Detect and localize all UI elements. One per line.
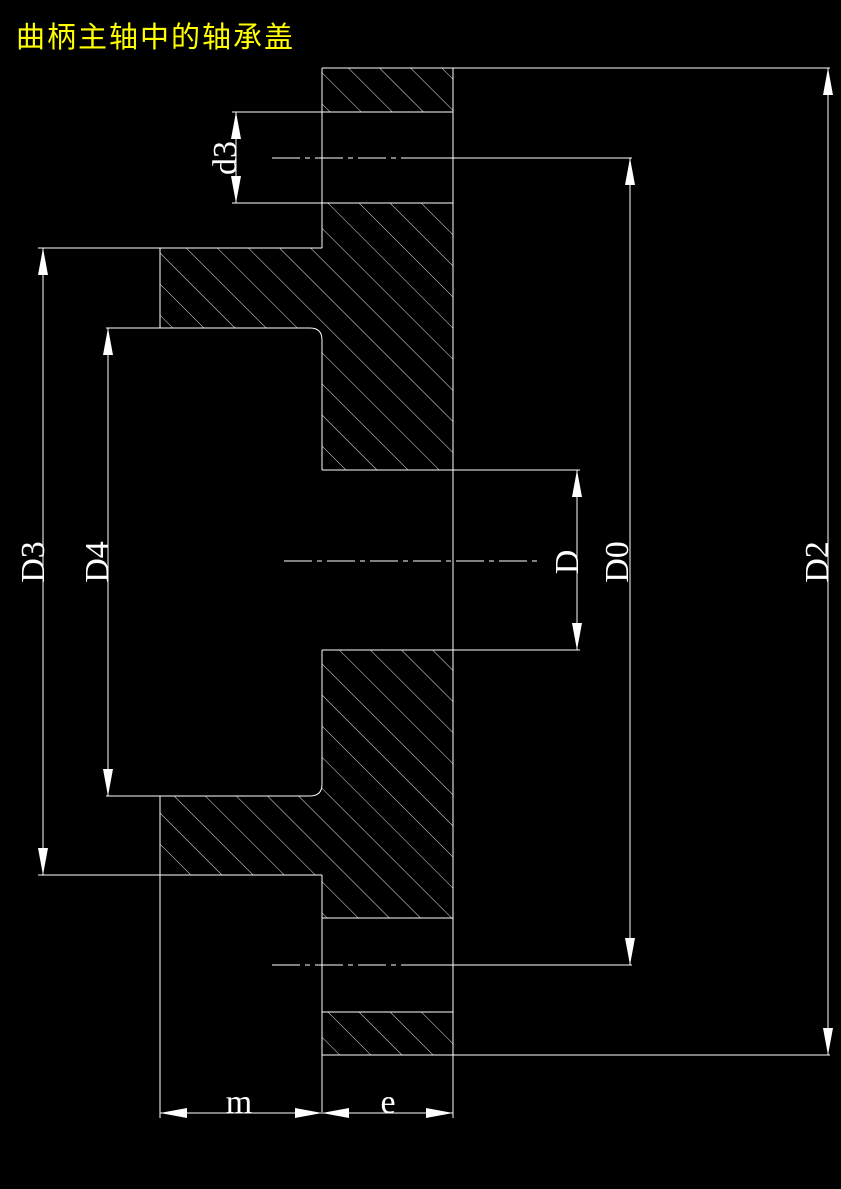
label-e: e <box>380 1084 395 1121</box>
center-lines <box>272 157 540 966</box>
label-D: D <box>549 550 586 575</box>
part-outline <box>106 67 580 1118</box>
dimension-labels: D3 D4 d3 D D0 D2 m e <box>15 141 836 1121</box>
hatched-section <box>160 68 453 1055</box>
label-D3: D3 <box>15 541 52 583</box>
label-D0: D0 <box>599 541 636 583</box>
label-D2: D2 <box>799 541 836 583</box>
drawing-title: 曲柄主轴中的轴承盖 <box>16 20 296 54</box>
arrowheads <box>38 68 833 1118</box>
label-d3: d3 <box>207 141 244 175</box>
label-m: m <box>226 1084 252 1121</box>
label-D4: D4 <box>79 541 116 583</box>
extension-lines <box>38 67 830 1056</box>
